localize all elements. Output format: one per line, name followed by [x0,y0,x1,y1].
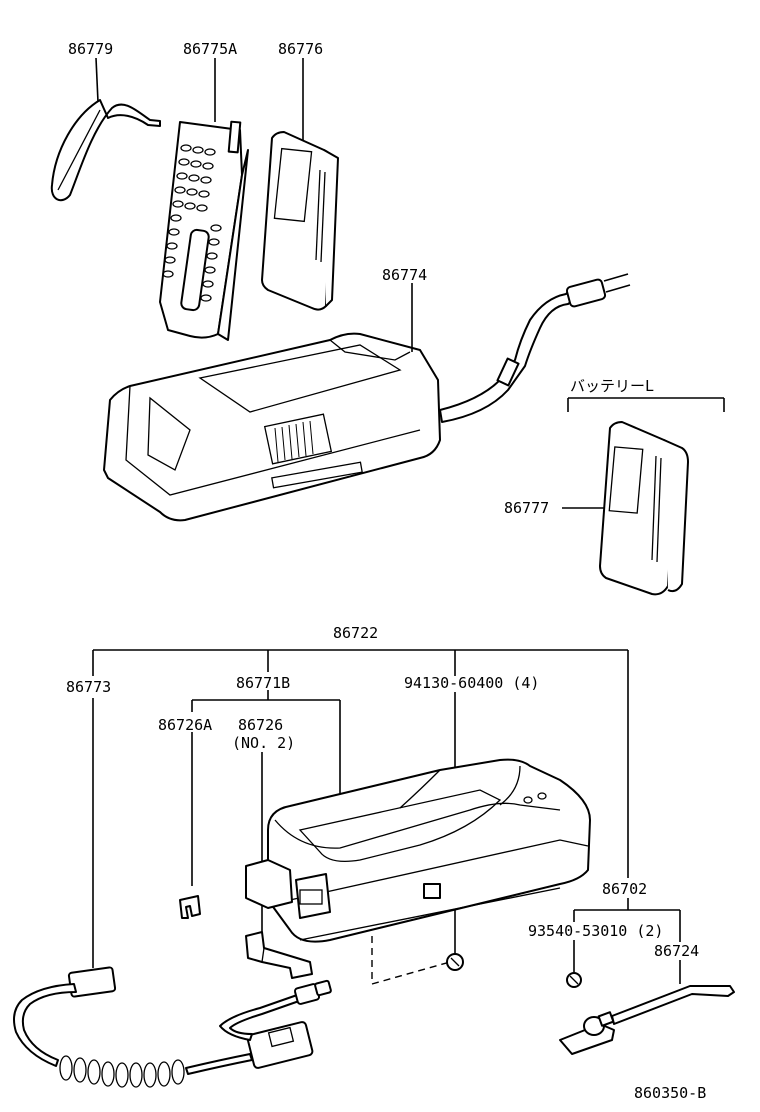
label-86726-note: (NO. 2) [232,734,295,752]
label-86726: 86726 [238,716,283,734]
hand-strap [50,99,161,202]
keypad [162,144,222,302]
handset [159,120,249,341]
leader-86779 [95,57,99,103]
label-86775a: 86775A [183,40,237,58]
label-86779: 86779 [68,40,113,58]
label-86702: 86702 [602,880,647,898]
coiled-cord [13,966,332,1088]
screw-94130 [371,936,464,985]
vent-hatch [274,420,314,463]
label-86774: 86774 [382,266,427,284]
label-86726a: 86726A [158,716,212,734]
label-86776: 86776 [278,40,323,58]
battery-l-bracket [567,397,725,412]
label-93540: 93540-53010 (2) [528,922,663,940]
cradle [245,758,591,943]
leader-tree-86771b [191,690,341,946]
diagram-code: 860350-B [634,1084,706,1102]
leader-tree-86702 [573,898,681,984]
label-86773: 86773 [66,678,111,696]
battery-large [599,421,689,596]
microphone [559,985,735,1055]
label-battery-l: バッテリーL [570,377,654,395]
battery-small [261,131,339,311]
charger [103,273,631,522]
label-94130: 94130-60400 (4) [404,674,539,692]
coil-loops [59,1055,185,1088]
mic-screw [566,972,582,988]
label-86777: 86777 [504,499,549,517]
label-86722: 86722 [333,624,378,642]
clip-86726-no2 [245,931,313,979]
label-86724: 86724 [654,942,699,960]
label-86771b: 86771B [236,674,290,692]
leader-tree-86722 [92,649,629,878]
clip-86726a [179,895,201,919]
